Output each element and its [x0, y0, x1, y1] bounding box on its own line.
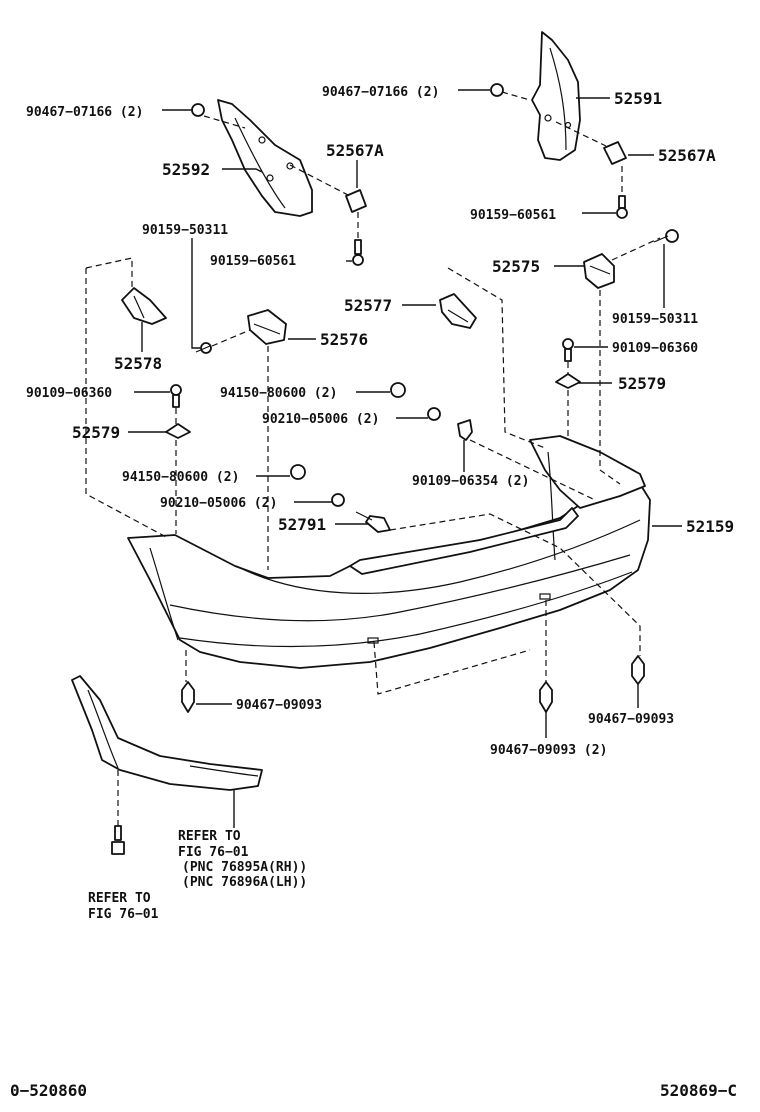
washer-90210-05006-a	[427, 407, 441, 421]
retainer-52579-right	[555, 373, 581, 389]
label-90159-60561-right: 90159−60561	[470, 208, 556, 223]
leader-lines	[128, 89, 682, 828]
retainer-52567a-left	[345, 189, 367, 213]
bolt-90159-60561-right	[616, 195, 628, 219]
label-52577: 52577	[344, 296, 392, 315]
label-90210-05006-a: 90210−05006 (2)	[262, 412, 379, 427]
label-90467-07166-left: 90467−07166 (2)	[26, 105, 143, 120]
label-52579-right: 52579	[618, 374, 666, 393]
refer-spoiler-line-2: FIG 76−01	[178, 845, 249, 860]
retainer-52579-left	[165, 423, 191, 439]
retainer-52576	[247, 309, 287, 345]
label-90467-09093-right: 90467−09093	[588, 712, 674, 727]
lower-spoiler	[71, 675, 263, 791]
clip-90467-09093-left	[181, 681, 195, 713]
bolt-90109-06354	[457, 419, 473, 441]
side-bracket-52591	[531, 31, 581, 161]
retainer-52575	[583, 253, 615, 289]
diagram-code-left: 0−520860	[10, 1081, 87, 1100]
label-90109-06354: 90109−06354 (2)	[412, 474, 529, 489]
label-90159-60561-left: 90159−60561	[210, 254, 296, 269]
nut-94150-80600-a	[390, 382, 406, 398]
label-90467-09093-left: 90467−09093	[236, 698, 322, 713]
refer-spoiler-line-1: REFER TO	[178, 829, 241, 844]
bolt-90109-06360-right	[562, 338, 574, 362]
refer-bolt-line-2: FIG 76−01	[88, 907, 159, 922]
refer-bolt-line-1: REFER TO	[88, 891, 151, 906]
bolt-90159-60561-left	[352, 239, 364, 266]
label-52791: 52791	[278, 515, 326, 534]
clip-90467-09093-mid	[539, 681, 553, 713]
screw-90467-07166-right	[490, 83, 504, 97]
label-52592: 52592	[162, 160, 210, 179]
label-52159: 52159	[686, 517, 734, 536]
label-90109-06360-left: 90109−06360	[26, 386, 112, 401]
bolt-refer-fig-76-01	[111, 825, 125, 855]
bolt-90159-50311-right	[653, 229, 679, 243]
retainer-52577	[439, 293, 477, 329]
screw-90467-07166-left	[191, 103, 205, 117]
label-52575: 52575	[492, 257, 540, 276]
label-90159-50311-right: 90159−50311	[612, 312, 698, 327]
bolt-90159-50311-left	[195, 342, 212, 354]
refer-spoiler-line-3: (PNC 76895A(RH))	[182, 860, 307, 875]
retainer-52567a-right	[603, 141, 627, 165]
label-94150-80600-a: 94150−80600 (2)	[220, 386, 337, 401]
label-52578: 52578	[114, 354, 162, 373]
side-bracket-52592	[217, 99, 313, 217]
rear-bumper-cover	[127, 435, 651, 669]
label-52567a-left: 52567A	[326, 141, 384, 160]
label-90109-06360-right: 90109−06360	[612, 341, 698, 356]
retainer-52791	[355, 511, 391, 533]
label-90159-50311-left: 90159−50311	[142, 223, 228, 238]
refer-spoiler-line-4: (PNC 76896A(LH))	[182, 875, 307, 890]
label-52579-left: 52579	[72, 423, 120, 442]
clip-90467-09093-right	[631, 655, 645, 685]
retainer-52578	[121, 287, 167, 325]
label-52591: 52591	[614, 89, 662, 108]
label-52576: 52576	[320, 330, 368, 349]
label-52567a-right: 52567A	[658, 146, 716, 165]
diagram-code-right: 520869−C	[660, 1081, 737, 1100]
bolt-90109-06360-left	[170, 384, 182, 408]
nut-94150-80600-b	[290, 464, 306, 480]
label-94150-80600-b: 94150−80600 (2)	[122, 470, 239, 485]
label-90467-09093-mid: 90467−09093 (2)	[490, 743, 607, 758]
assembly-lines	[85, 91, 661, 826]
label-90467-07166-right: 90467−07166 (2)	[322, 85, 439, 100]
label-90210-05006-b: 90210−05006 (2)	[160, 496, 277, 511]
washer-90210-05006-b	[331, 493, 345, 507]
